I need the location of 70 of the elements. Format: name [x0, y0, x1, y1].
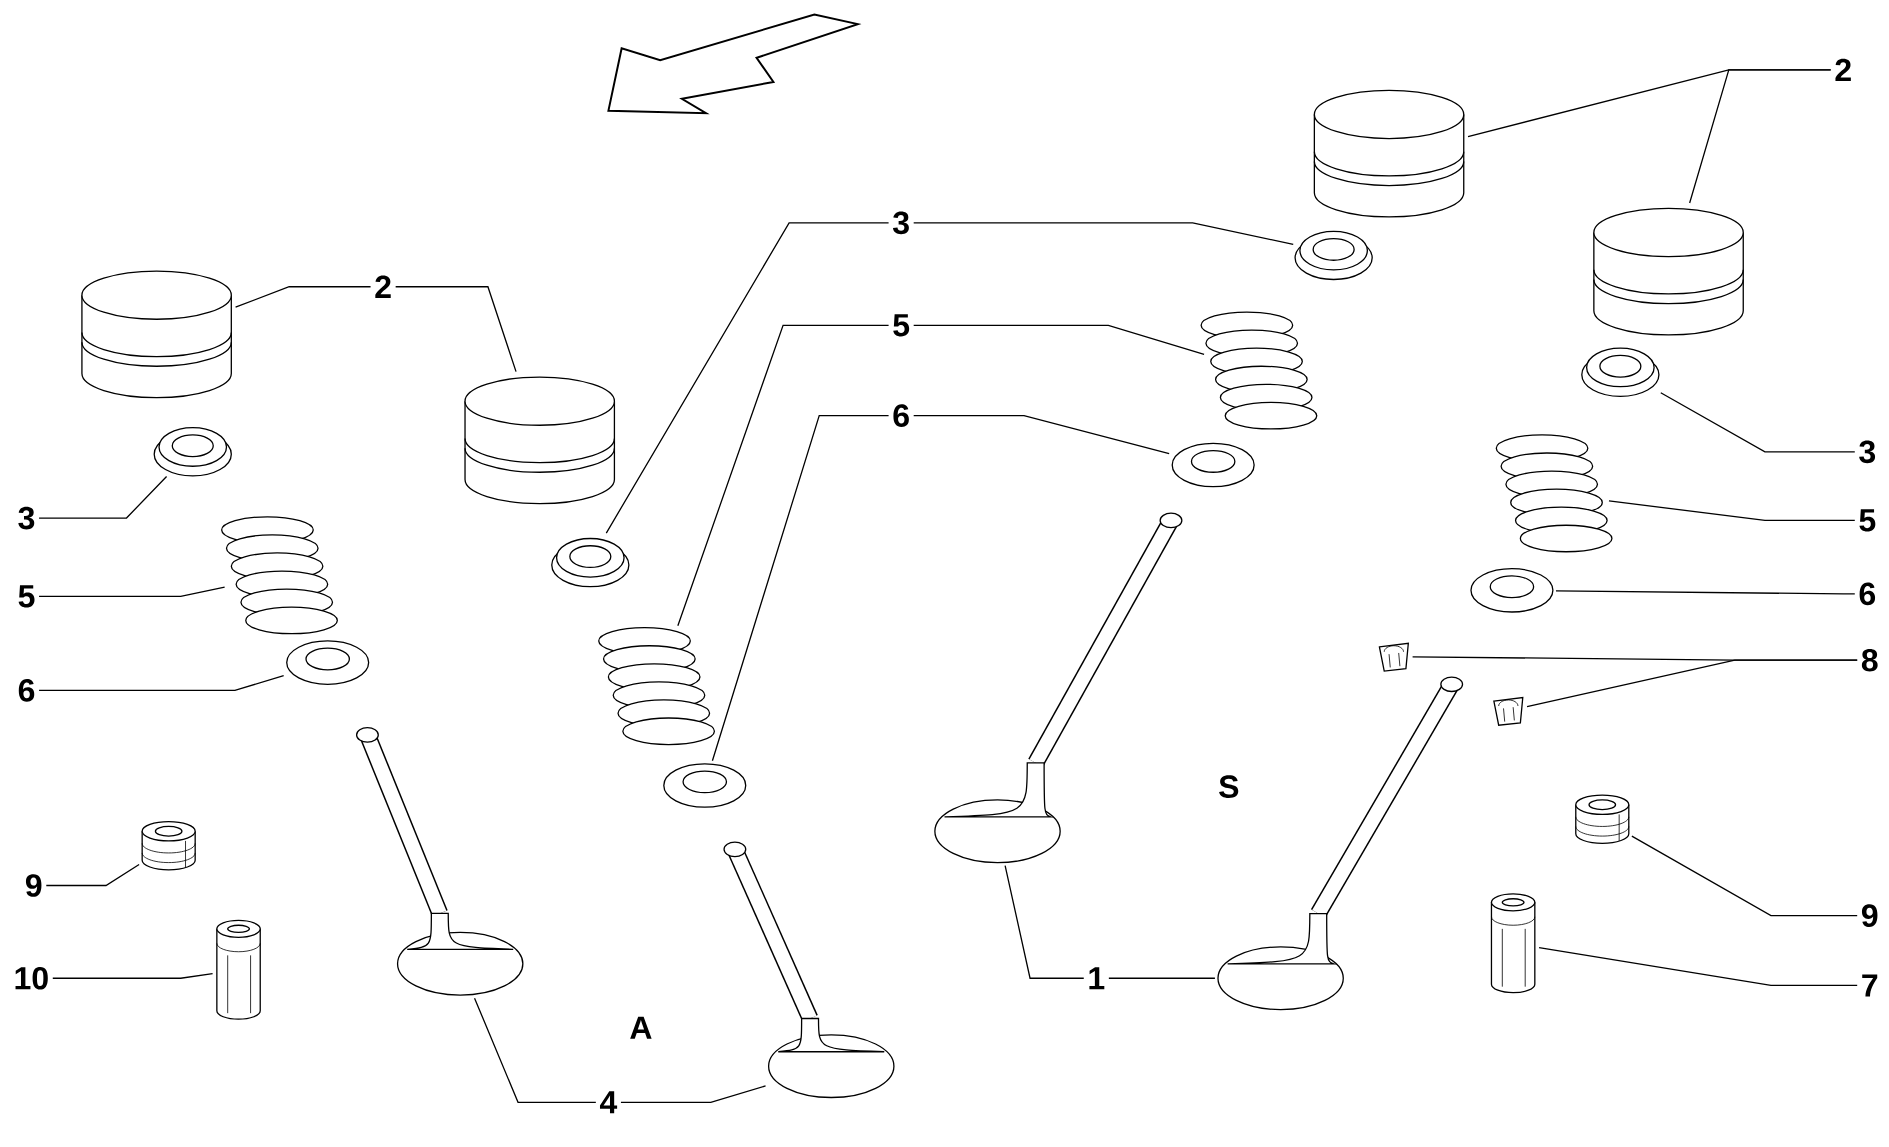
leader-line — [45, 863, 140, 887]
tappet-drawing — [1593, 207, 1744, 336]
callout-number: 6 — [18, 679, 35, 702]
retainer-drawing — [1294, 230, 1373, 281]
retainer-drawing — [551, 537, 630, 588]
tappet-drawing — [81, 270, 232, 399]
seat-drawing — [1470, 568, 1554, 613]
leader-line — [473, 997, 597, 1104]
spring-drawing — [221, 516, 338, 635]
keeper-drawing — [1493, 696, 1524, 726]
seal-drawing — [1575, 794, 1630, 844]
tappet-drawing — [464, 376, 616, 505]
leader-line — [52, 973, 214, 979]
spring-drawing — [1495, 434, 1613, 553]
leader-line — [1526, 659, 1858, 708]
callout-number: 3 — [1859, 440, 1876, 464]
callout-number: 8 — [1861, 648, 1878, 672]
view-letter: S — [1219, 775, 1239, 799]
leader-line — [913, 324, 1205, 356]
retainer-drawing — [1581, 347, 1660, 398]
spring-drawing — [598, 627, 716, 746]
leader-line — [1689, 69, 1832, 204]
valve-drawing — [1217, 676, 1464, 1011]
callout-number: 3 — [893, 211, 909, 235]
valve-drawing — [723, 841, 895, 1099]
seat-drawing — [663, 763, 747, 808]
leader-line — [1538, 946, 1858, 987]
leader-line — [38, 475, 168, 519]
callout-number: 1 — [1089, 967, 1105, 990]
callout-number: 6 — [1859, 582, 1876, 606]
callout-number: 5 — [1859, 509, 1876, 532]
leader-line — [1108, 977, 1216, 979]
callout-number: 5 — [893, 314, 910, 337]
seal-drawing — [141, 821, 196, 871]
callout-number: 5 — [18, 585, 35, 608]
leader-line — [234, 286, 372, 308]
leader-line — [38, 675, 285, 691]
leader-line — [677, 324, 890, 627]
view-letter: A — [630, 1016, 652, 1039]
tappet-drawing — [1313, 89, 1465, 218]
callout-number: 2 — [375, 275, 391, 298]
leader-line — [620, 1085, 767, 1104]
callout-number: 9 — [1861, 904, 1878, 927]
callout-number: 2 — [1835, 58, 1851, 82]
guide-drawing — [216, 919, 261, 1020]
leader-line — [913, 222, 1294, 246]
seat-drawing — [286, 640, 370, 685]
guide-drawing — [1490, 893, 1536, 994]
leader-line — [1660, 392, 1856, 453]
callout-number: 9 — [25, 874, 42, 897]
valve-drawing — [355, 727, 524, 996]
callout-number: 6 — [893, 404, 909, 427]
leader-line — [605, 222, 890, 534]
leader-line — [38, 586, 226, 598]
spring-drawing — [1200, 311, 1318, 430]
leader-line — [1608, 500, 1856, 522]
leader-line — [1004, 865, 1085, 979]
leader-line — [913, 415, 1170, 455]
callout-number: 3 — [18, 506, 35, 530]
retainer-drawing — [153, 427, 232, 477]
callout-number: 4 — [600, 1091, 618, 1114]
leader-line — [1555, 590, 1856, 595]
keeper-drawing — [1378, 642, 1410, 672]
leader-line — [395, 286, 517, 373]
callout-number: 10 — [15, 966, 48, 990]
valve-drawing — [934, 512, 1183, 864]
seat-drawing — [1171, 442, 1255, 488]
leader-line — [711, 415, 890, 762]
callout-number: 7 — [1862, 974, 1878, 997]
leader-line — [1631, 835, 1858, 917]
